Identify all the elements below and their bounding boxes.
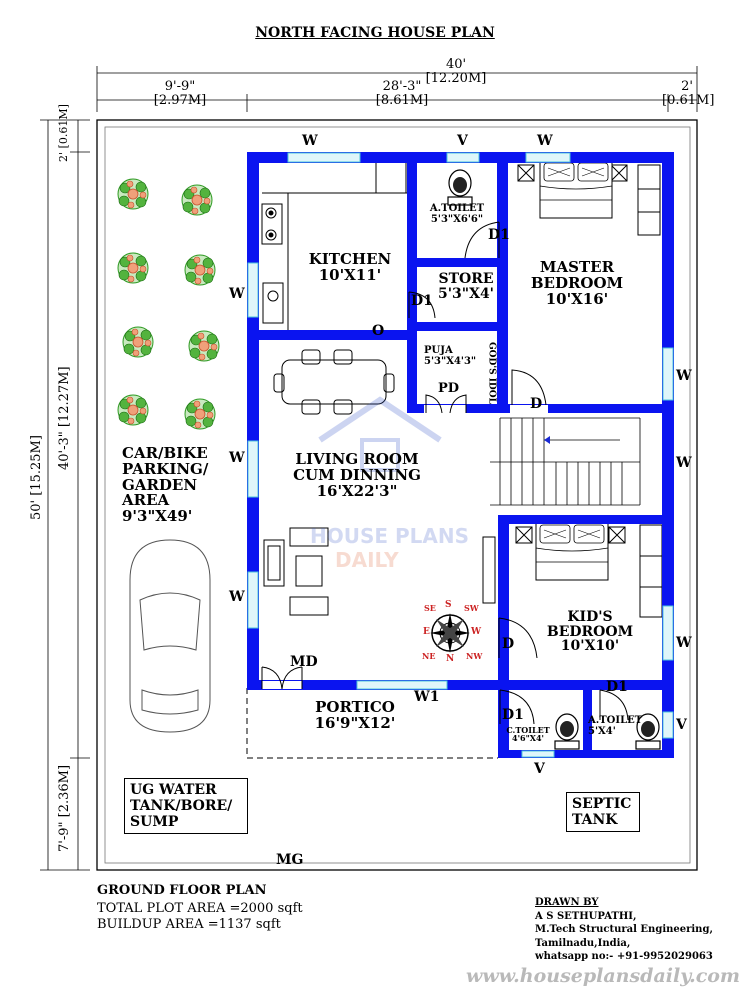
windows [247,152,674,758]
dim-mid-width: 28'-3"[8.61M] [375,79,429,108]
door-d1-label: D1 [411,293,433,309]
buildup-area: BUILDUP AREA =1137 sqft [97,917,281,932]
window-label: W [229,589,245,605]
gods-idol-label: GOD'S IDOL [486,342,497,404]
compass-n: N [446,654,455,664]
door-d1-label: D1 [502,707,524,723]
dim-overall-width: 40'[12.20M] [425,57,487,86]
door-d-label: D [530,396,543,412]
window-label: W [676,455,692,471]
main-gate-label: MG [276,852,304,868]
author-credit: DRAWN BY A S SETHUPATHI, M.Tech Structur… [535,897,713,962]
compass-w: W [471,627,482,637]
plan-title: NORTH FACING HOUSE PLAN [255,25,495,41]
dim-front-depth: 7'-9" [2.36M] [57,764,72,852]
window-label: W [229,286,245,302]
watermark-logo [318,396,442,472]
main-door-label: MD [290,654,318,670]
compass-ne: NE [422,651,436,661]
dim-right-width: 2'[0.61M] [662,79,715,108]
compass-se: SE [424,603,436,613]
dim-house-depth: 40'-3" [12.27M] [57,366,72,470]
opening-label: O [372,323,385,339]
door-d1-label: D1 [488,227,510,243]
dim-top-depth: 2' [0.61M] [57,104,70,162]
puja-door-label: PD [438,381,460,396]
watermark-text: HOUSE PLANS [310,524,470,548]
compass-e: E [423,627,430,637]
window-label: W [302,133,318,149]
compass-sw: SW [464,603,479,613]
window-label: W [676,635,692,651]
dimension-lines [40,66,698,871]
window-label: W [676,368,692,384]
watermark-text: DAILY [335,548,399,572]
window-w1-label: W1 [414,689,440,705]
plot-area: TOTAL PLOT AREA =2000 sqft [97,901,303,916]
ventilator-label: V [676,717,687,733]
doors [261,221,629,725]
window-label: W [537,133,553,149]
dim-left-width: 9'-9"[2.97M] [153,79,207,108]
ventilator-label: V [457,133,468,149]
door-d-label: D [502,636,515,652]
ventilator-label: V [534,761,545,777]
fixtures [129,161,663,759]
dim-overall-depth: 50' [15.25M] [29,435,44,520]
plan-name: GROUND FLOOR PLAN [97,883,267,898]
website-url[interactable]: www.houseplansdaily.com [466,965,741,987]
door-d1-label: D1 [606,679,628,695]
compass-rose [430,613,470,653]
compass-s: S [445,600,452,610]
compass-nw: NW [466,651,483,661]
window-label: W [229,450,245,466]
garden-plants [117,178,220,430]
